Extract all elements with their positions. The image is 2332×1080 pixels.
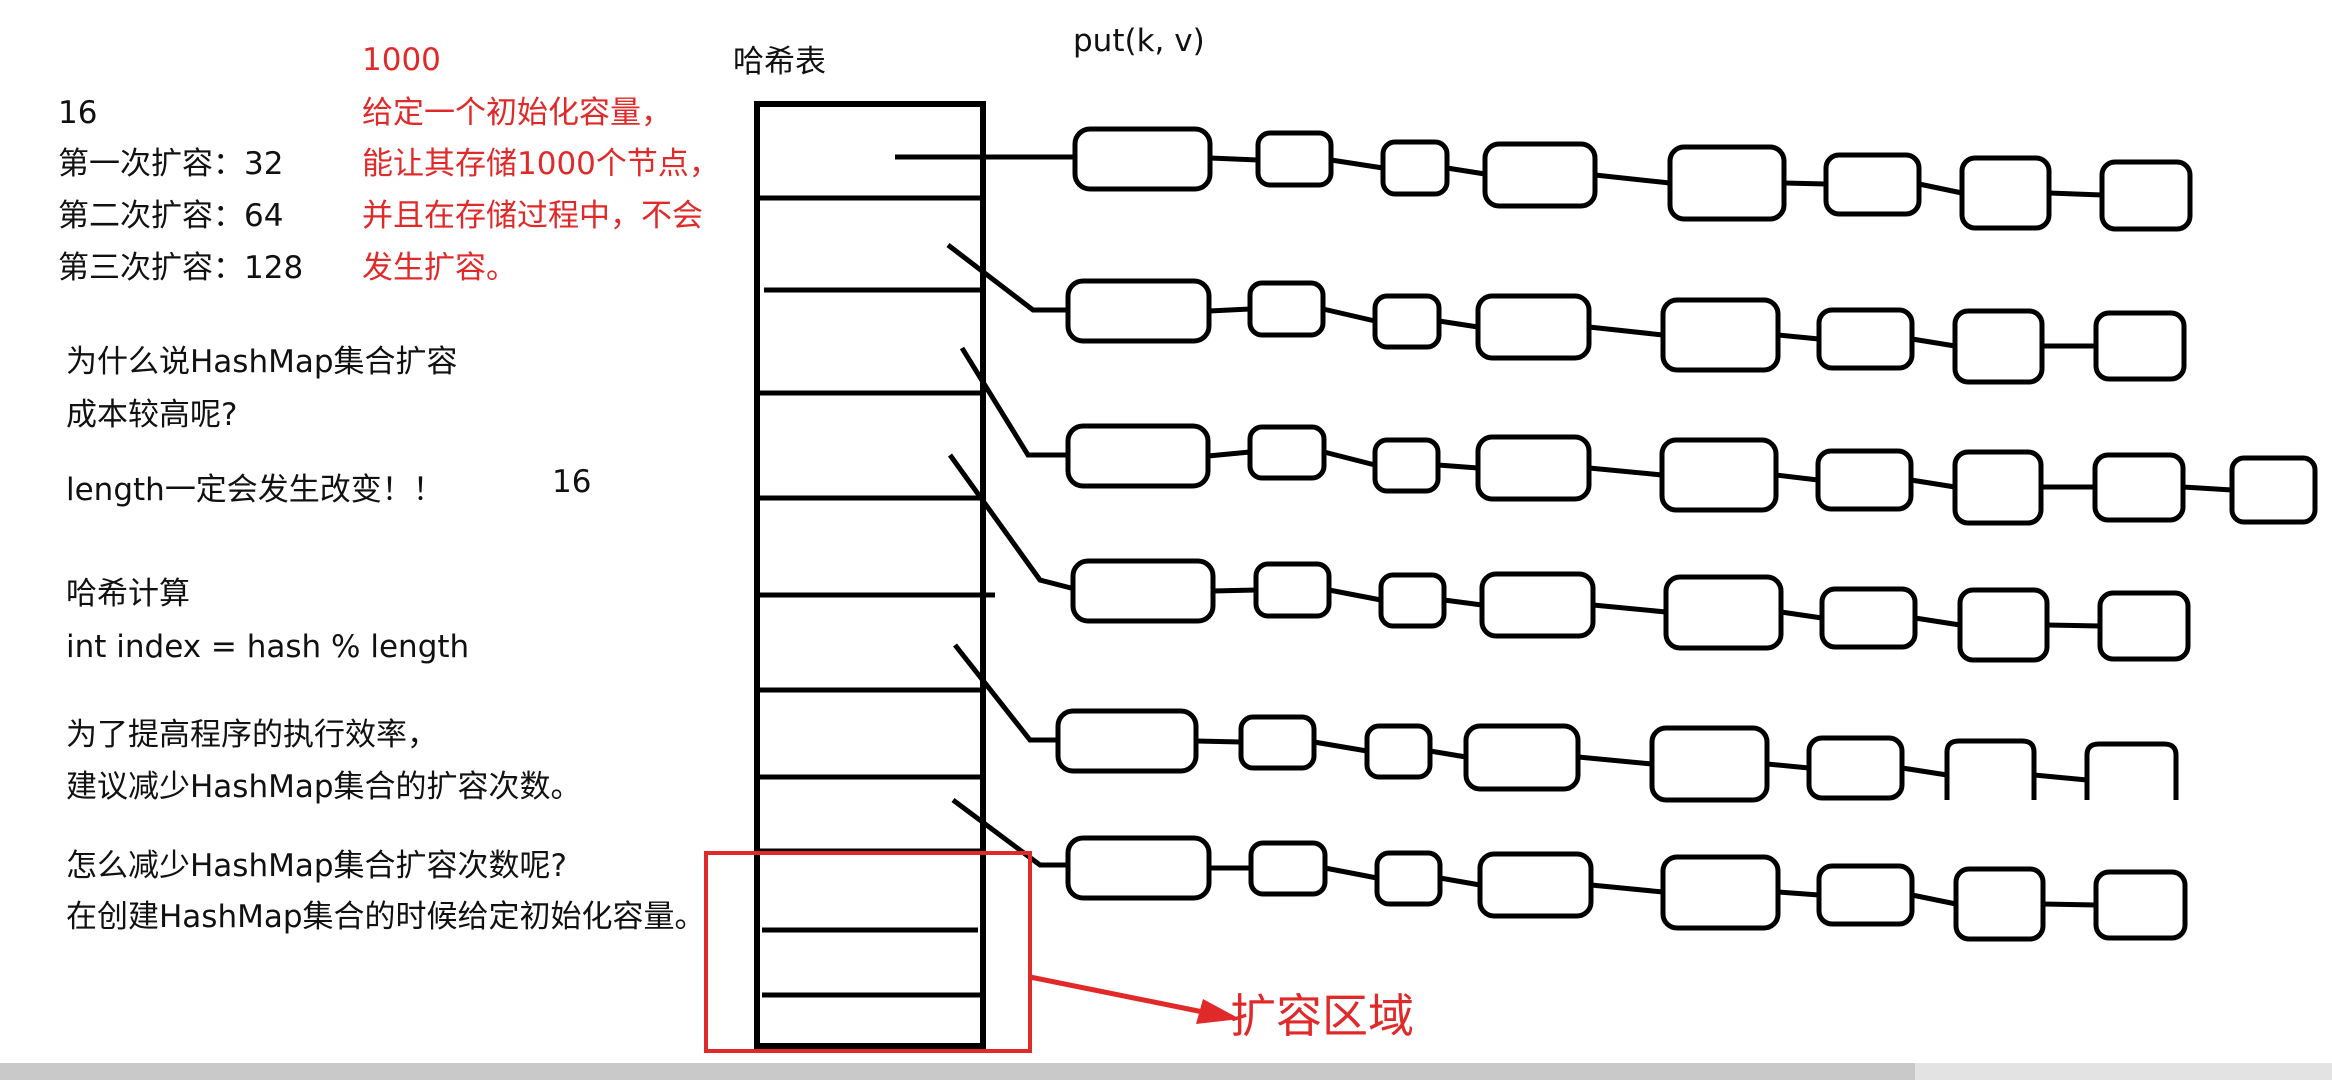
chain-6 (1065, 835, 2188, 942)
hash-formula: int index = hash % length (66, 629, 470, 665)
expansion-arrow-line (1029, 974, 1209, 1016)
hash-calc-title: 哈希计算 (66, 576, 190, 612)
third-expansion: 第三次扩容：128 (58, 250, 304, 286)
chain-4 (1070, 558, 2191, 663)
efficiency-line-2: 建议减少HashMap集合的扩容次数。 (66, 769, 582, 805)
put-operation-label: put(k, v) (1073, 23, 1205, 59)
question-line-2: 成本较高呢? (66, 397, 238, 433)
reduce-line-2: 在创建HashMap集合的时候给定初始化容量。 (66, 899, 706, 935)
efficiency-line-1: 为了提高程序的执行效率， (66, 717, 438, 753)
first-expansion: 第一次扩容：32 (58, 146, 284, 182)
bucket-dividers (757, 195, 995, 998)
chain-1 (1072, 126, 2193, 232)
chain-2 (1065, 278, 2187, 385)
red-note-line-2: 能让其存储1000个节点， (362, 146, 720, 182)
initial-capacity: 16 (58, 95, 98, 131)
red-note-line-1: 给定一个初始化容量， (362, 95, 672, 131)
hash-table-title: 哈希表 (733, 44, 826, 80)
red-note-line-3: 并且在存储过程中，不会 (362, 198, 703, 234)
expansion-arrow-head (1196, 999, 1240, 1024)
question-line-1: 为什么说HashMap集合扩容 (66, 344, 458, 380)
reduce-line-1: 怎么减少HashMap集合扩容次数呢? (66, 848, 567, 884)
length-change-note: length一定会发生改变！！ (66, 472, 444, 508)
expansion-region-box (704, 851, 1032, 1053)
capacity-value: 1000 (362, 42, 441, 78)
chain-5 (1055, 708, 2179, 803)
red-note-line-4: 发生扩容。 (362, 250, 517, 286)
chain-3 (1065, 423, 2318, 526)
expansion-region-label: 扩容区域 (1230, 989, 1414, 1043)
length-value: 16 (552, 464, 592, 500)
horizontal-scrollbar-thumb[interactable] (0, 1063, 1915, 1080)
second-expansion: 第二次扩容：64 (58, 198, 284, 234)
hash-table-array (754, 101, 986, 1049)
bucket-pointers (895, 154, 1073, 868)
